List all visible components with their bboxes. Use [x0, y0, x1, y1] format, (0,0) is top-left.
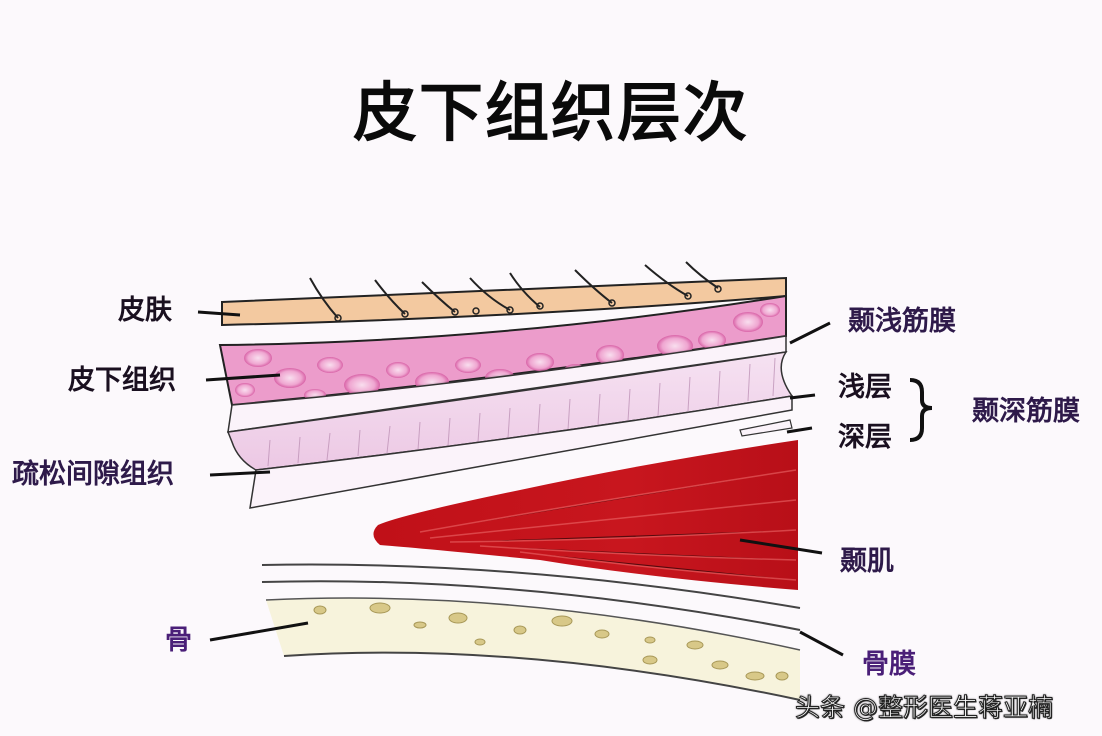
label-deep-temporal-fascia: 颞深筋膜 — [972, 396, 1080, 427]
label-subcutaneous: 皮下组织 — [68, 365, 176, 396]
temporalis-muscle — [373, 440, 798, 590]
label-temporalis-muscle: 颞肌 — [840, 546, 894, 577]
leader-lines — [197, 310, 844, 657]
label-deep-layer: 深层 — [838, 422, 892, 453]
brace-icon — [909, 378, 933, 442]
diagram-title: 皮下组织层次 — [353, 77, 749, 151]
label-skin: 皮肤 — [118, 295, 172, 326]
fascia-and-loose-tissue — [226, 335, 794, 509]
bone-layer — [261, 563, 801, 701]
label-loose-areolar: 疏松间隙组织 — [12, 459, 174, 490]
label-bone: 骨 — [165, 625, 192, 656]
watermark: 头条 @整形医生蒋亚楠 — [795, 693, 1054, 723]
label-periosteum: 骨膜 — [862, 649, 916, 680]
label-superficial-layer: 浅层 — [838, 372, 892, 403]
label-superficial-temporal-fascia: 颞浅筋膜 — [848, 306, 956, 337]
skin-layer — [221, 261, 787, 327]
